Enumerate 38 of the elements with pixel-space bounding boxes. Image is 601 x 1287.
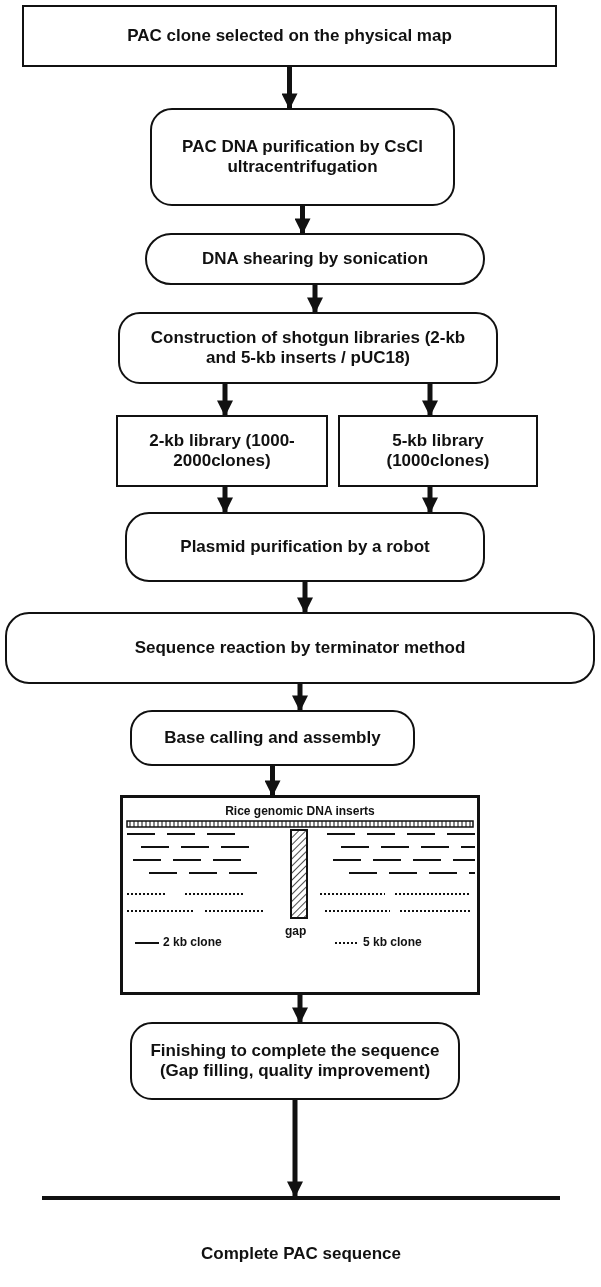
step-text: PAC DNA purification by CsCl ultracentrifugation [181,136,424,178]
arrow [217,487,233,514]
step-text: Base calling and assembly [164,727,381,749]
step-text: Complete PAC sequence [201,1243,401,1264]
arrow [292,684,308,712]
arrow [281,67,298,110]
gap-label: gap [285,924,307,939]
inset-panel [120,795,480,995]
process-box [5,612,595,684]
process-box [130,710,415,766]
arrow [297,582,313,614]
step-text: Finishing to complete the sequence (Gap filling, quality improvement) [149,1040,441,1082]
arrow [287,1100,303,1198]
arrow [292,995,308,1024]
step-text: DNA shearing by sonication [201,248,429,270]
arrow [422,384,438,417]
inset-title: Rice genomic DNA inserts [225,804,375,819]
step-text: Construction of shotgun libraries (2-kb and 5-kb inserts / pUC18) [149,327,467,369]
legend-text: 5 kb clone [363,935,422,950]
step-text: Plasmid purification by a robot [180,536,430,558]
process-box [338,415,538,487]
process-box [130,1022,460,1100]
arrow [422,487,438,514]
arrow [217,384,233,417]
step-text: PAC clone selected on the physical map [127,25,452,47]
step-text: 5-kb library (1000clones) [385,430,491,472]
arrow [264,766,281,797]
step-text: Sequence reaction by terminator method [134,637,466,659]
process-box [22,5,557,67]
process-box [125,512,485,582]
legend-text: 2 kb clone [163,935,222,950]
process-box [118,312,498,384]
arrow [307,285,323,314]
arrow [294,206,311,235]
step-text: 2-kb library (1000-2000clones) [148,430,296,472]
process-box [145,233,485,285]
process-box [116,415,328,487]
process-box [150,108,455,206]
